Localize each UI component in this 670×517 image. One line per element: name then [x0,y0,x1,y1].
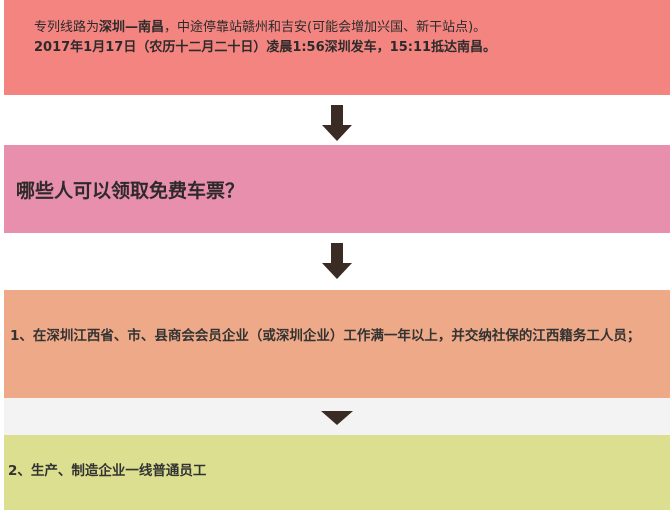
condition-2-block: 2、生产、制造企业一线普通员工 [4,435,670,510]
arrow-zone-1 [4,95,670,145]
route-schedule: 2017年1月17日（农历十二月二十日）凌晨1:56深圳发车，15:11抵达南昌… [34,40,497,55]
question-title: 哪些人可以领取免费车票？ [16,179,245,202]
route-info-line-1: 专列线路为深圳—南昌，中途停靠站赣州和吉安(可能会增加兴国、新干站点)。 [34,18,660,38]
arrow-zone-2 [4,233,670,290]
question-block: 哪些人可以领取免费车票？ [4,145,670,233]
condition-2-text: 2、生产、制造企业一线普通员工 [8,463,207,479]
route-name: 深圳—南昌 [99,20,165,35]
route-prefix: 专列线路为 [34,20,100,35]
triangle-down-icon [321,411,353,425]
arrow-down-icon [322,105,352,145]
route-stops: ，中途停靠站赣州和吉安(可能会增加兴国、新干站点)。 [164,20,487,35]
arrow-down-icon [322,243,352,283]
route-info-block: 专列线路为深圳—南昌，中途停靠站赣州和吉安(可能会增加兴国、新干站点)。 201… [4,0,670,95]
arrow-zone-3 [4,398,670,435]
condition-1-block: 1、在深圳江西省、市、县商会会员企业（或深圳企业）工作满一年以上，并交纳社保的江… [4,290,670,398]
condition-1-text: 1、在深圳江西省、市、县商会会员企业（或深圳企业）工作满一年以上，并交纳社保的江… [10,328,641,344]
